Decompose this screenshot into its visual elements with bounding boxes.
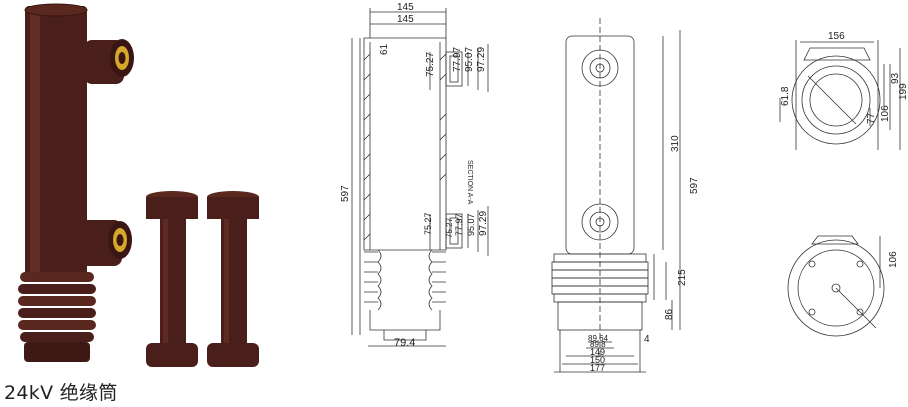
dim-label: 79.4 (394, 337, 415, 349)
bottom-view-labels: 106 (888, 251, 899, 268)
dim-label: 145 (397, 2, 414, 13)
spare-tube-left (146, 191, 198, 367)
dim-label: 89.64 (588, 334, 609, 343)
dim-label: 89.8 (590, 340, 606, 349)
side-section-labels: 145 145 61 75.27 77.97 95.07 97.29 597 S… (340, 2, 489, 349)
dim-label: 86 (664, 308, 675, 320)
front-drawing (551, 18, 681, 373)
dim-label: 145 (397, 14, 414, 25)
product-caption: 24kV 绝缘筒 (4, 382, 118, 404)
side-section-drawing (351, 8, 489, 347)
dim-label: 97.29 (478, 211, 489, 236)
dim-label: 106 (880, 105, 891, 122)
dim-label: 310 (670, 135, 681, 152)
dim-label: 95.07 (466, 213, 476, 236)
dim-label: 75.27 (425, 52, 436, 77)
product-photo (18, 3, 259, 367)
dim-label: 4 (644, 334, 650, 345)
dim-label: 75.27 (445, 217, 454, 238)
dim-label: 77.97 (454, 213, 464, 236)
spare-tube-right (207, 191, 259, 367)
dim-label: 61 (379, 43, 390, 55)
tube-top-cap (24, 3, 88, 17)
section-label: SECTION A-A (466, 160, 473, 205)
dim-label: 597 (340, 185, 351, 202)
ribbed-skirt (18, 272, 96, 362)
dim-label: 61.8 (780, 86, 791, 106)
top-view-labels: 156 61.8 93 106 77 199 (780, 31, 908, 124)
dim-label: 597 (689, 177, 700, 194)
main-tube (25, 6, 87, 276)
dim-label: 149 (590, 347, 605, 357)
dim-label: 150 (590, 355, 605, 365)
bottom-view-drawing (787, 235, 885, 337)
dim-label: 156 (828, 31, 845, 42)
dim-label: 215 (677, 269, 688, 286)
dim-label: 177 (590, 363, 605, 373)
top-view-drawing (779, 40, 901, 150)
dim-label: 77 (866, 112, 877, 124)
dim-label: 77.97 (452, 47, 463, 72)
dim-label: 93 (890, 72, 901, 84)
dim-label: 95.07 (464, 47, 475, 72)
dim-label: 97.29 (476, 47, 487, 72)
dim-label: 75.27 (423, 212, 433, 235)
front-drawing-labels: 310 597 215 86 4 89.64 89.8 149 150 177 (588, 135, 700, 373)
dim-label: 199 (898, 83, 908, 100)
dim-label: 106 (888, 251, 899, 268)
